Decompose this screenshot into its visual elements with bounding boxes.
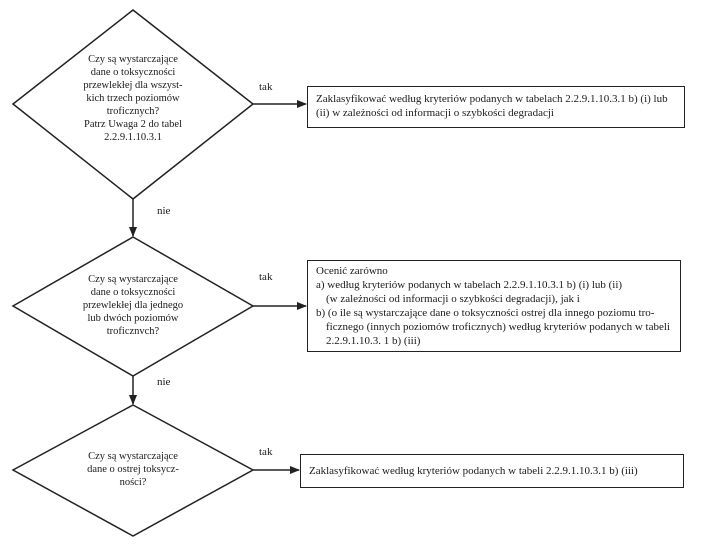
decision-1-line: przewlekłej dla wszyst- <box>83 80 183 91</box>
outcome-box-1: Zaklasyfikować według kryteriów podanych… <box>307 86 685 128</box>
outcome-2-line: ficznego (innych poziomów troficznych) w… <box>326 321 670 333</box>
decision-3-line: Czy są wystarczające <box>88 451 178 462</box>
outcome-2-line: (w zależności od informacji o szybkości … <box>326 293 580 305</box>
decision-3-line: dane o ostrej toksycz- <box>87 464 179 475</box>
decision-1-line: 2.2.9.1.10.3.1 <box>104 132 162 143</box>
decision-2-line: dane o toksyczności <box>90 287 176 298</box>
decision-3-line: ności? <box>119 477 147 488</box>
outcome-box-3: Zaklasyfikować według kryteriów podanych… <box>300 454 684 488</box>
decision-1-line: kich trzech poziomów <box>86 93 180 104</box>
no-label-2: nie <box>157 376 171 388</box>
outcome-3-line: Zaklasyfikować według kryteriów podanych… <box>309 465 638 477</box>
decision-text-3: Czy są wystarczające dane o ostrej toksy… <box>58 450 208 489</box>
decision-diamond-3 <box>11 404 255 537</box>
decision-2-line: Czy są wystarczające <box>88 274 178 285</box>
decision-2-line: lub dwóch poziomów <box>87 313 179 324</box>
decision-2-line: przewlekłej dla jednego <box>82 300 184 311</box>
yes-label-2: tak <box>259 271 273 283</box>
decision-text-1: Czy są wystarczające dane o toksyczności… <box>58 53 208 144</box>
decision-1-line: Patrz Uwaga 2 do tabel <box>84 119 182 130</box>
decision-1-line: Czy są wystarczające <box>88 54 178 65</box>
outcome-2-line: 2.2.9.1.10.3. 1 b) (iii) <box>326 335 421 347</box>
yes-label-3: tak <box>259 446 273 458</box>
no-label-1: nie <box>157 205 171 217</box>
outcome-2-line: a) według kryteriów podanych w tabelach … <box>316 279 623 291</box>
outcome-1-line: Zaklasyfikować według kryteriów podanych… <box>316 93 668 105</box>
yes-label-1: tak <box>259 81 273 93</box>
decision-1-line: dane o toksyczności <box>90 67 176 78</box>
outcome-1-line: (ii) w zależności od informacji o szybko… <box>316 107 554 119</box>
decision-text-2: Czy są wystarczające dane o toksyczności… <box>58 273 208 338</box>
outcome-box-2: Ocenić zarówno a) według kryteriów podan… <box>307 260 681 352</box>
decision-2-line: troficznvch? <box>106 326 160 337</box>
outcome-2-line: b) (o ile są wystarczające dane o toksyc… <box>316 307 655 319</box>
outcome-2-line: Ocenić zarówno <box>316 265 388 277</box>
decision-1-line: troficznych? <box>106 106 160 117</box>
